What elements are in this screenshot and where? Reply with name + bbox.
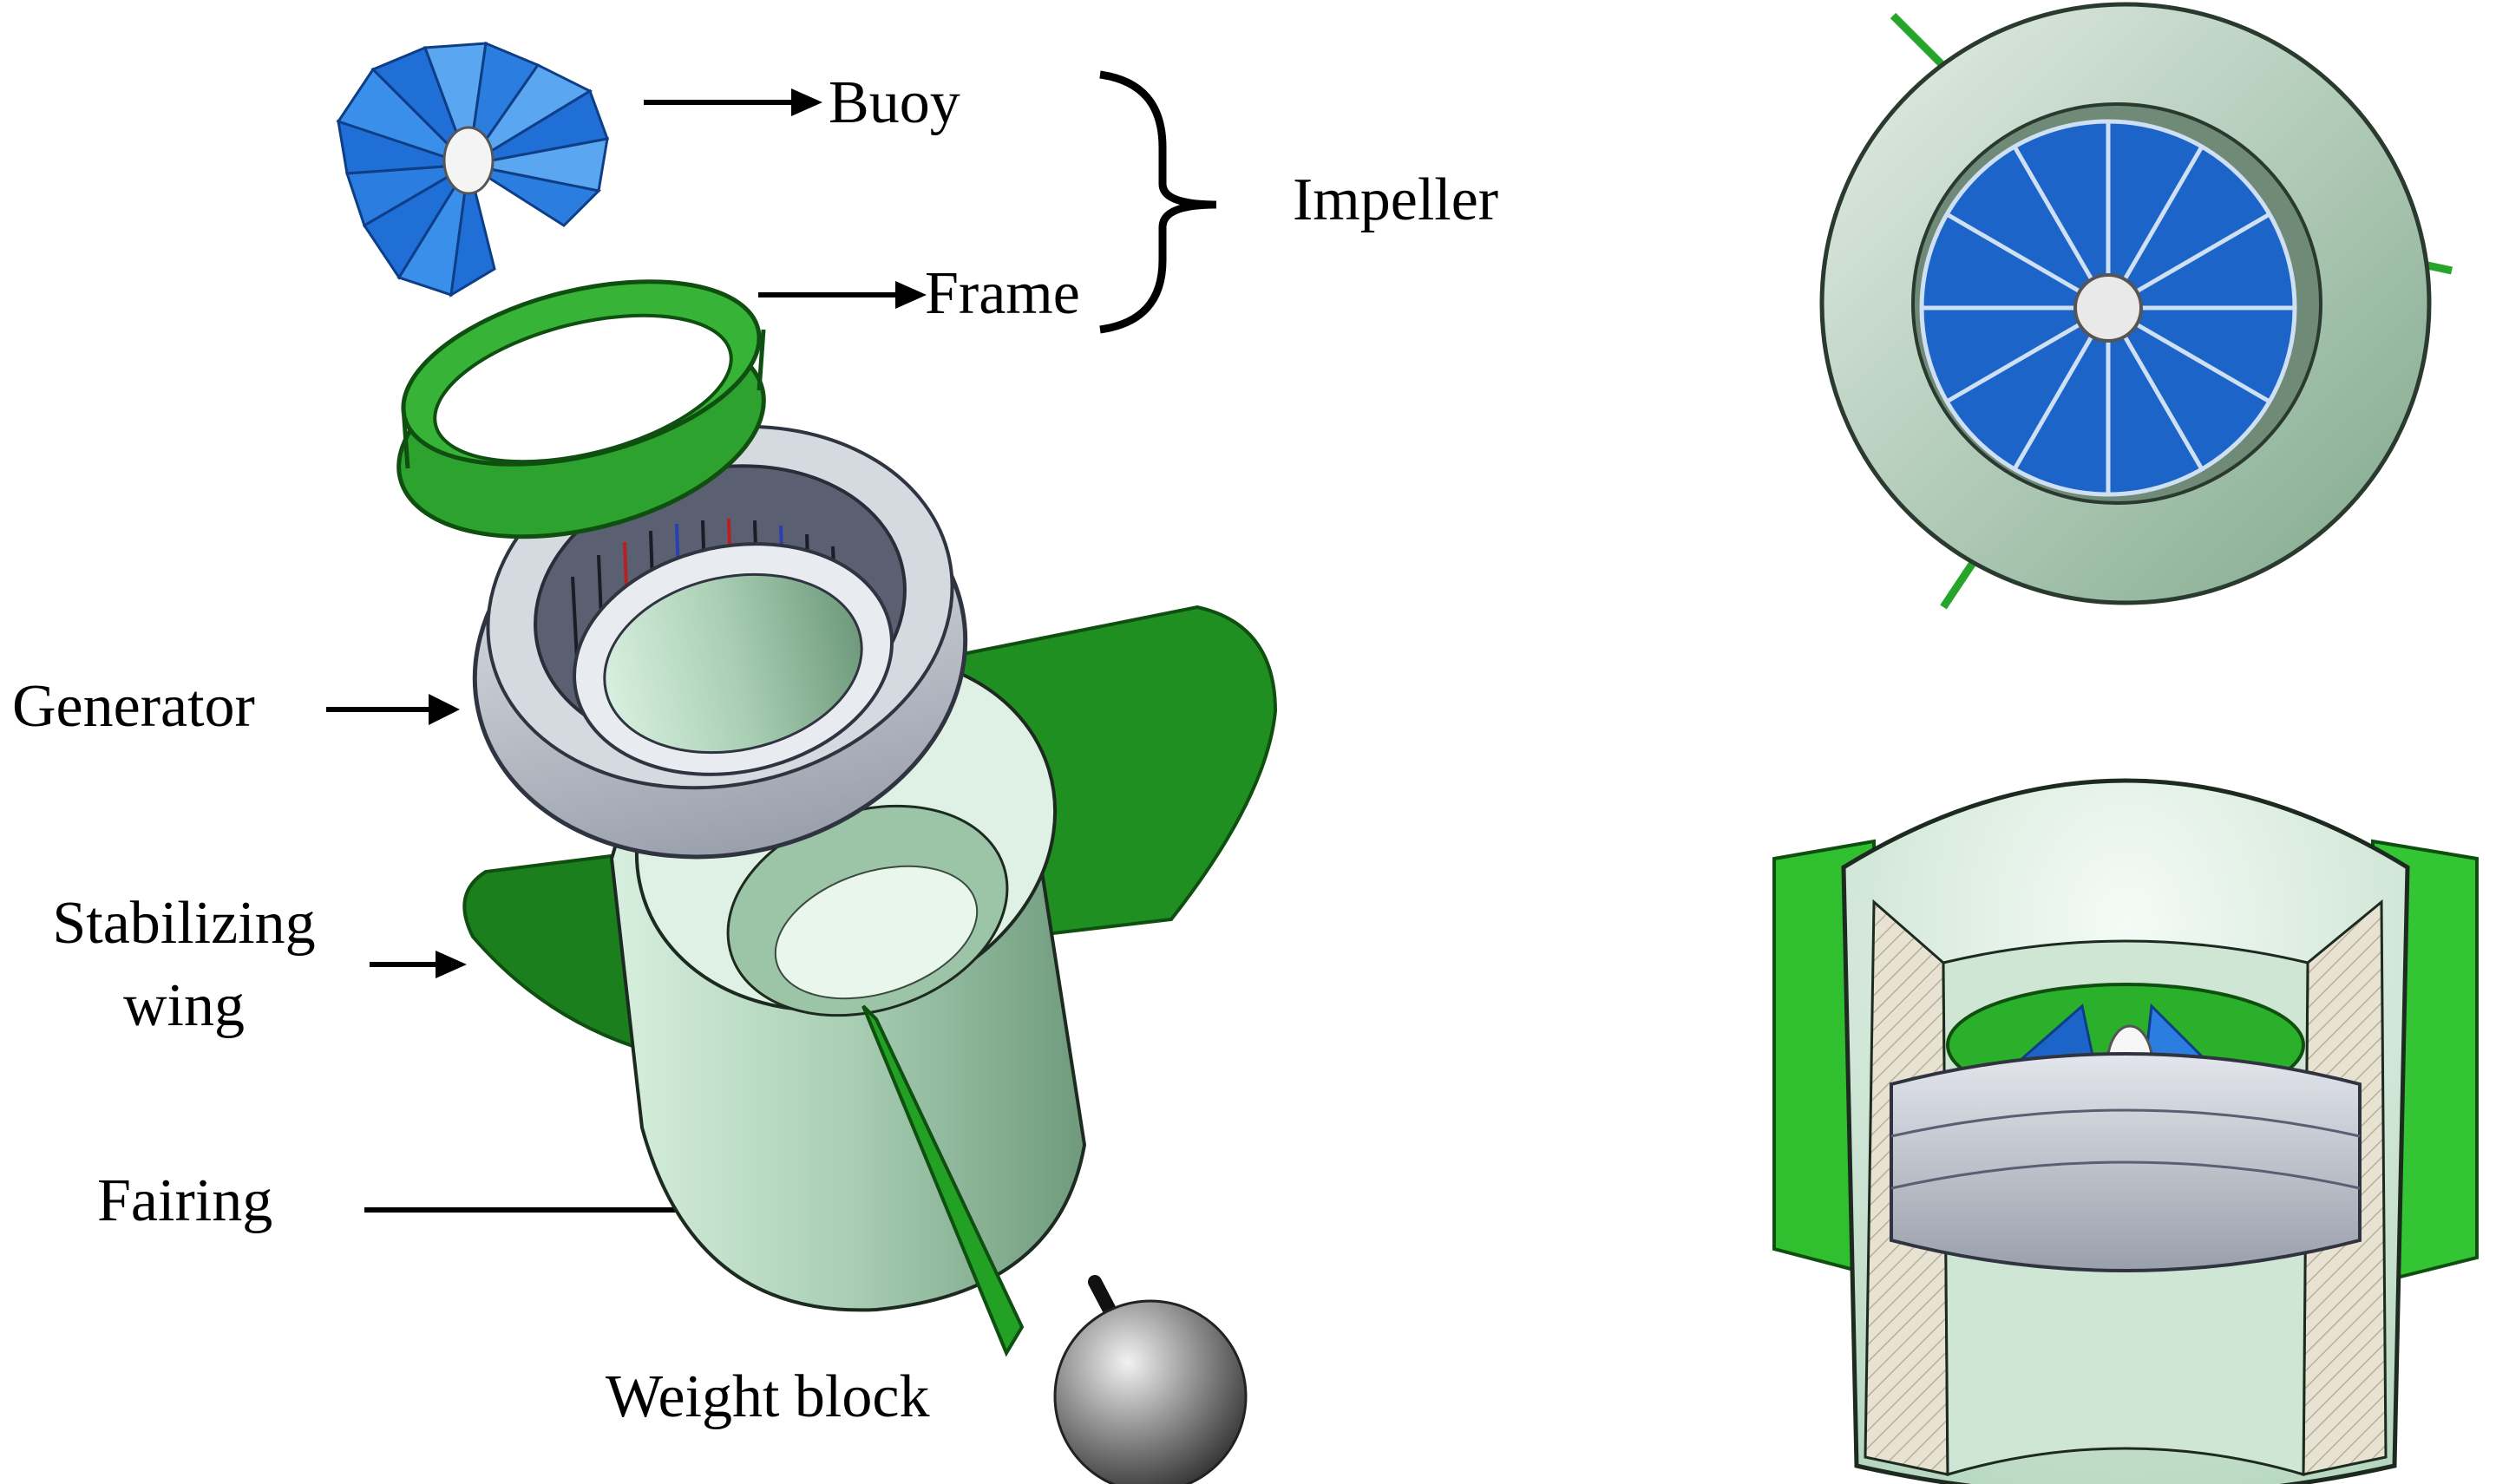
- impeller-bracket: [1099, 70, 1217, 334]
- frame-arrow: [758, 281, 927, 309]
- buoy-label: Buoy: [829, 69, 960, 136]
- generator-label: Generator: [12, 673, 255, 740]
- stabilizing-wing-label-line1: Stabilizing: [52, 890, 316, 957]
- frame-icon: [396, 279, 766, 539]
- fairing-label: Fairing: [97, 1167, 273, 1234]
- weight-block-label: Weight block: [606, 1363, 930, 1430]
- generator-arrow: [326, 694, 460, 725]
- generator-icon: [472, 424, 968, 860]
- buoy-arrow: [644, 88, 822, 116]
- impeller-label: Impeller: [1293, 167, 1499, 233]
- assembled-top-view-icon: [1819, 2, 2453, 610]
- weight-block-icon: [1053, 1275, 1248, 1484]
- stabilizing-wing-front-icon: [861, 1004, 1025, 1357]
- buoy-icon: [336, 41, 610, 297]
- stabilizing-wing-arrow: [370, 951, 467, 978]
- assembled-cutaway-view-icon: [1772, 778, 2479, 1484]
- frame-label: Frame: [925, 260, 1080, 327]
- stabilizing-wing-label-line2: wing: [123, 972, 245, 1039]
